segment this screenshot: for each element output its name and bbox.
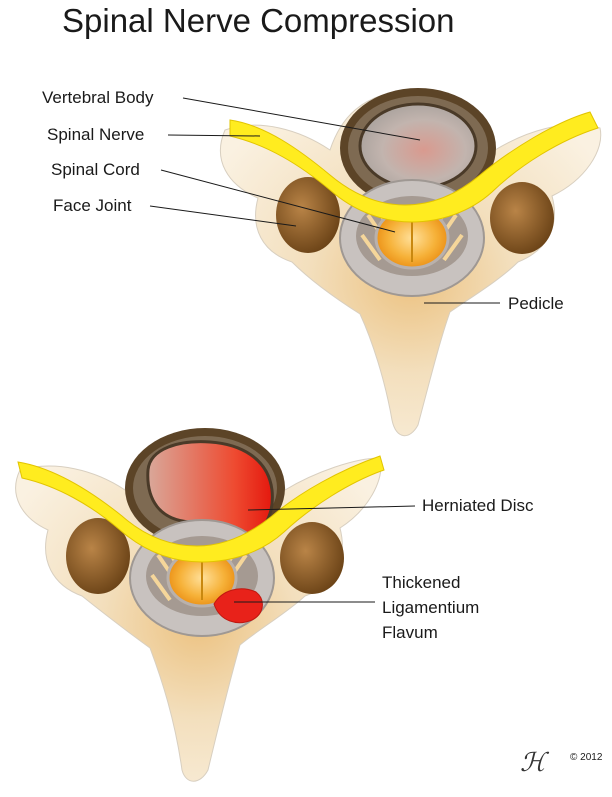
leader-spinal-nerve	[167, 134, 261, 137]
label-spinal-cord: Spinal Cord	[51, 160, 140, 179]
leader-herniated-disc	[247, 505, 416, 511]
label-thickened-line1: Thickened	[382, 573, 461, 592]
vertebra-compressed	[15, 428, 385, 782]
artist-signature: ℋ	[520, 748, 546, 778]
label-thickened-ligamentum: Thickened Ligamentium Flavum	[382, 570, 479, 645]
page-title: Spinal Nerve Compression	[62, 2, 455, 39]
leader-face-joint	[149, 205, 297, 227]
vertebra-normal	[220, 88, 602, 437]
facet-joint-right-lower	[280, 522, 344, 594]
vertebral-body	[358, 102, 478, 190]
facet-joint-left-lower	[66, 518, 130, 594]
label-pedicle: Pedicle	[508, 294, 564, 313]
spinal-nerve-lower	[17, 455, 385, 563]
leader-spinal-cord	[160, 169, 396, 233]
spinal-nerve	[229, 111, 599, 223]
facet-joint-right	[490, 182, 554, 254]
label-spinal-nerve: Spinal Nerve	[47, 125, 145, 144]
label-face-joint: Face Joint	[53, 196, 132, 215]
copyright-notice: © 2012	[570, 752, 603, 763]
facet-joint-left	[276, 177, 340, 253]
label-vertebral-body: Vertebral Body	[42, 88, 154, 107]
thickened-ligamentum-flavum	[213, 588, 263, 624]
leader-lines	[149, 97, 500, 603]
label-thickened-line3: Flavum	[382, 623, 438, 642]
label-thickened-line2: Ligamentium	[382, 598, 480, 617]
leader-vertebral-body	[182, 97, 421, 141]
label-herniated-disc: Herniated Disc	[422, 496, 534, 515]
